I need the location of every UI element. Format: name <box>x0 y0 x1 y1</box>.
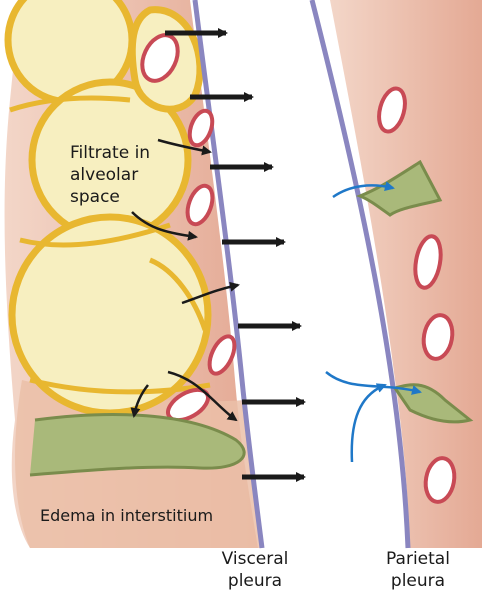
parietal-tissue <box>330 0 482 548</box>
label-visceral-pleura: Visceral pleura <box>210 548 300 592</box>
label-edema: Edema in interstitium <box>40 506 213 526</box>
label-filtrate: Filtrate in alveolar space <box>70 142 180 208</box>
curved-arrow <box>352 385 385 462</box>
label-parietal-pleura: Parietal pleura <box>378 548 458 592</box>
